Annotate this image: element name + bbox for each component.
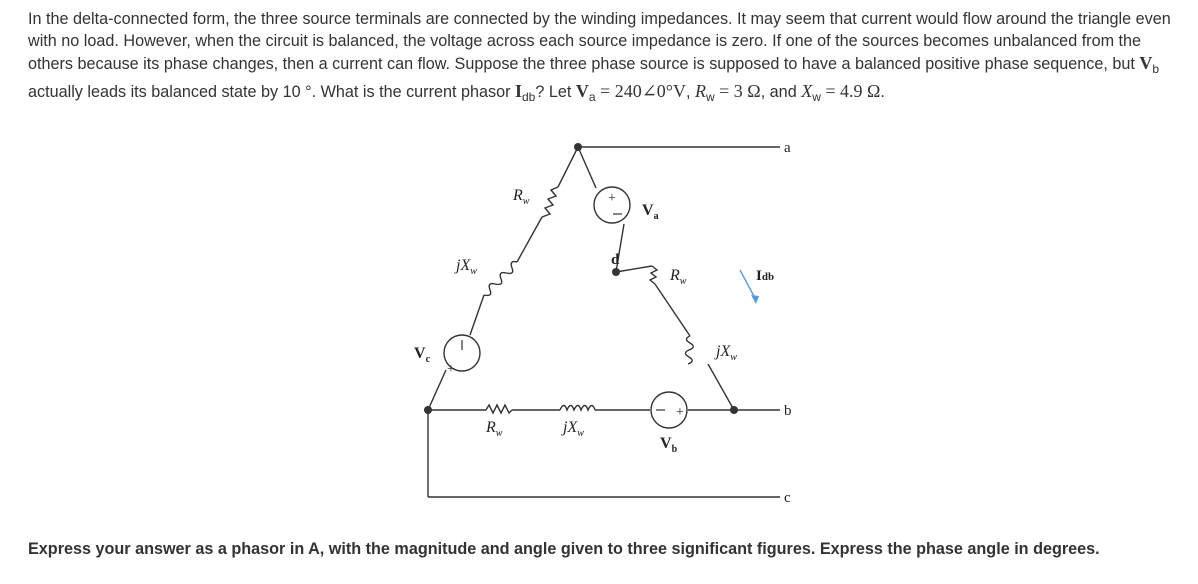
current-label: Idb [756,268,774,284]
rw-right-label: Rw [669,267,687,287]
node-d-label: d [611,252,620,268]
inductor-jxw-bottom [559,404,596,412]
wire-va-to-d [615,223,625,273]
wire-left-3 [469,294,485,336]
idb-subscript: db [521,90,536,105]
source-vb-label: Vb [660,435,678,455]
source-vc: + [443,334,481,377]
va-symbol: V [575,81,589,102]
inductor-jxw-left [483,260,518,297]
svg-text:+: + [608,191,616,206]
terminal-b-label: b [784,403,792,419]
terminal-a-label: a [784,140,791,156]
vb-symbol: V [1139,53,1153,73]
problem-statement: In the delta-connected form, the three s… [28,8,1188,108]
separator: , and [760,83,802,102]
rw-bottom-label: Rw [485,419,503,439]
source-vc-label: Vc [414,345,431,365]
svg-text:+: + [676,405,684,420]
idb-symbol: I [514,81,522,102]
jxw-bottom-label: jXw [561,419,584,439]
xw-subscript: w [812,90,821,105]
svg-text:+: + [447,362,455,377]
resistor-rw-bottom [485,403,513,415]
wire-left-2 [516,216,543,263]
wire-jxw-to-b [707,363,735,411]
node-top [574,143,582,151]
resistor-rw-left [541,186,559,218]
inductor-jxw-right [684,335,694,365]
rw-symbol: R [694,81,706,102]
node-bottom-right [730,406,738,414]
xw-symbol: X [801,81,813,102]
source-vb: + [650,391,688,429]
period: . [880,83,885,102]
problem-text-2: actually leads its balanced state by 10 … [28,83,515,102]
problem-text-3: ? Let [535,83,576,102]
circuit-wires [427,146,780,498]
wire-top-left-1 [557,146,579,188]
rw-subscript: w [705,90,715,105]
source-va-label: Va [642,202,659,222]
node-d [612,268,620,276]
vb-subscript: b [1152,62,1160,77]
problem-text-1: In the delta-connected form, the three s… [28,10,1171,73]
xw-value: = 4.9 Ω [820,81,881,102]
rw-left-label: Rw [512,187,530,207]
va-value: = 240∠0°V [595,81,686,102]
node-bottom-left [424,406,432,414]
wire-d-to-rw [615,265,653,273]
answer-instructions: Express your answer as a phasor in A, wi… [28,540,1100,558]
wire-rw-to-jxw [654,283,691,337]
wire-top-to-va [577,146,597,189]
wire-left-4 [427,369,447,411]
va-subscript: a [588,90,596,105]
current-arrowhead [751,295,759,304]
rw-value: = 3 Ω [714,81,761,102]
jxw-left-label: jXw [454,257,477,277]
terminal-c-label: c [784,490,791,506]
separator: , [685,83,695,102]
resistor-rw-right [648,265,659,285]
jxw-right-label: jXw [714,343,737,363]
current-arrow [739,269,757,301]
source-va: + [593,186,631,224]
